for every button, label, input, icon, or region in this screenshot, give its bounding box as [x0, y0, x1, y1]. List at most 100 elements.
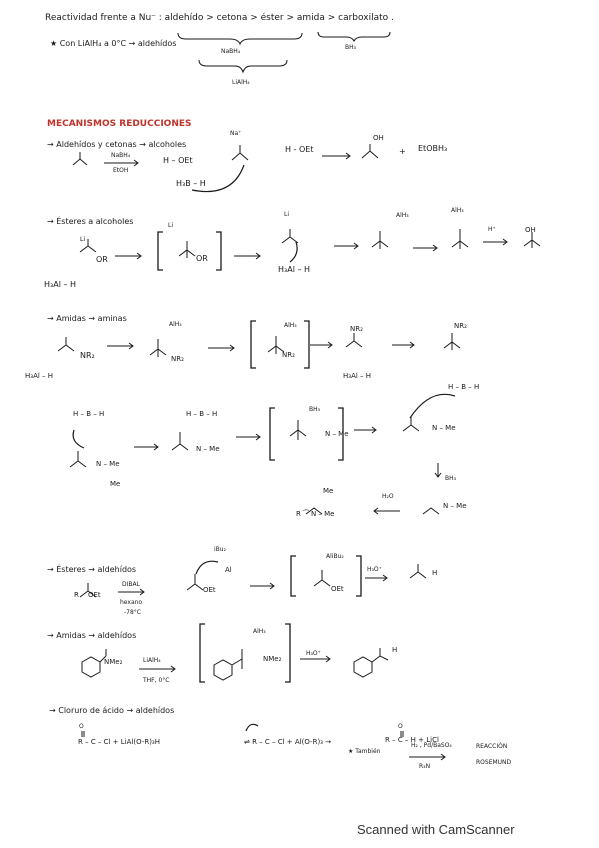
s5-benzaldehyde — [353, 648, 389, 678]
s3-arrow-3 — [310, 341, 333, 349]
s2-li-3: Li — [284, 211, 290, 218]
s3b-arrow-1 — [134, 443, 159, 451]
s1-plus: + — [399, 147, 406, 156]
s2-bracket-right — [216, 231, 222, 271]
s3-h3al-2: H₃Al – H — [343, 372, 372, 380]
s2-li-2: Li — [168, 222, 174, 229]
s5-arrow-1 — [139, 665, 176, 673]
s5-alh3: AlH₃ — [253, 628, 266, 635]
s3-n-me: N – Me — [96, 460, 120, 468]
s1-reagent-top: NaBH₄ — [111, 152, 131, 159]
s3b-tetrahedral — [289, 420, 307, 440]
s3-arrow-1 — [107, 342, 134, 350]
s6-curly — [245, 723, 259, 732]
s4-arrow-3 — [365, 574, 388, 582]
s2-oh: OH — [525, 226, 536, 234]
s4-reagent1: DIBAL — [122, 581, 140, 588]
brace-nabh4 — [177, 32, 303, 46]
s5-bracket-right — [285, 623, 291, 683]
s6-name1: REACCIÓN — [476, 743, 508, 750]
s6-eq-right: R – C – H + LiCl — [385, 736, 439, 744]
s6-eq-left: R – C – Cl + LiAl(O-R)₃H — [78, 738, 161, 746]
s3b-arrow-3 — [354, 426, 377, 434]
s3-iminium — [345, 333, 363, 348]
s6-eq-mid: ⇌ R – C – Cl + Al(O-R)₃ → — [244, 738, 332, 746]
s2-arrow-3 — [334, 242, 359, 250]
s2-curly-2 — [289, 241, 298, 263]
s4-ibu2: iBu₂ — [214, 546, 226, 553]
s3b-complex — [171, 432, 189, 451]
s3-title: → Amidas → aminas — [47, 314, 127, 323]
s4-oet: OEt — [88, 591, 101, 599]
s2-alkoxide — [371, 231, 389, 249]
s1-hoet2: H - OEt — [285, 145, 314, 154]
s5-h3o: H₃O⁺ — [306, 650, 321, 657]
s3-bh3: BH₃ — [309, 406, 321, 413]
s3-nr2-4: NR₂ — [350, 325, 363, 333]
s1-h3b: H₃B – H — [176, 179, 206, 188]
s5-benzene — [81, 649, 107, 678]
s6-name2: ROSEMUND — [476, 759, 512, 766]
nabh4-label: NaBH₄ — [221, 48, 241, 55]
s3-n-me-3: N – Me — [325, 430, 349, 438]
s6-o-2: O — [398, 723, 403, 730]
s2-arrow-2 — [234, 252, 261, 260]
s5-benzene-2 — [213, 649, 243, 681]
s4-al: Al — [225, 566, 232, 574]
s3-me: Me — [110, 480, 121, 488]
s3-bh3-2: BH₃ — [445, 475, 457, 482]
s1-product — [361, 144, 379, 159]
s2-hplus: H⁺ — [488, 226, 496, 233]
s4-oet-2: OEt — [203, 586, 216, 594]
s3b-bracket-right — [338, 407, 344, 461]
s4-bracket-right — [356, 555, 362, 597]
s2-arrow-5 — [483, 238, 508, 246]
s3b-arrow-down — [434, 463, 442, 478]
s4-curly — [195, 560, 219, 575]
s2-or: OR — [96, 255, 108, 264]
s3-alh3-2: AlH₃ — [284, 322, 297, 329]
s2-bracket-left — [157, 231, 163, 271]
lialh4-note: ★ Con LiAlH₄ a 0°C → aldehídos — [50, 39, 177, 48]
s3b-curly — [72, 429, 85, 449]
s3-n-me-4: N – Me — [432, 424, 456, 432]
s2-title: → Ésteres a alcoholes — [47, 217, 134, 226]
s1-ketone — [72, 152, 88, 166]
s5-h: H — [392, 646, 398, 654]
s3-tetrahedral — [149, 339, 167, 357]
s1-reagent-arrow — [104, 159, 139, 167]
s1-hoet: H – OEt — [163, 156, 193, 165]
s3b-amine-borane — [422, 507, 440, 515]
s3b-arrow-back — [373, 507, 400, 515]
s2-alh3: AlH₃ — [396, 212, 409, 219]
s2-arrow-1 — [115, 252, 142, 260]
s3-nr2-2: NR₂ — [171, 355, 184, 363]
s3-nr2-3: NR₂ — [282, 351, 295, 359]
s6-arrow-reagent — [409, 753, 446, 761]
s4-reagent3: -78°C — [124, 609, 141, 616]
s3-nr2: NR₂ — [80, 351, 95, 360]
s5-nme2: NMe₂ — [104, 658, 123, 666]
s1-product-arrow — [322, 152, 351, 160]
s2-tetrahedral — [178, 241, 196, 258]
reactivity-line: Reactividad frente a Nu⁻ : aldehído > ce… — [45, 13, 394, 23]
s2-h3al: H₃Al – H — [44, 280, 77, 289]
s1-na: Na⁺ — [230, 130, 242, 137]
s4-title: → Ésteres → aldehídos — [47, 565, 137, 574]
s5-bracket-left — [199, 623, 205, 683]
s2-alcohol — [523, 232, 541, 248]
s3b-iminium — [402, 417, 420, 432]
s3-n-me-2: N – Me — [196, 445, 220, 453]
s3-n-me-5: N – Me — [443, 502, 467, 510]
lialh4-label: LiAlH₄ — [232, 79, 250, 86]
s3-h3al: H₃Al – H — [25, 372, 54, 380]
s2-aldehyde-complex — [281, 229, 299, 244]
s4-tetrahedral — [313, 570, 331, 587]
s3b-bracket-left — [269, 407, 275, 461]
s4-arrow-2 — [250, 582, 275, 590]
s6-double-bond-2 — [400, 731, 404, 737]
s4-oet-3: OEt — [331, 585, 344, 593]
s4-bracket-left — [290, 555, 296, 597]
s5-title: → Amidas → aldehídos — [47, 631, 137, 640]
